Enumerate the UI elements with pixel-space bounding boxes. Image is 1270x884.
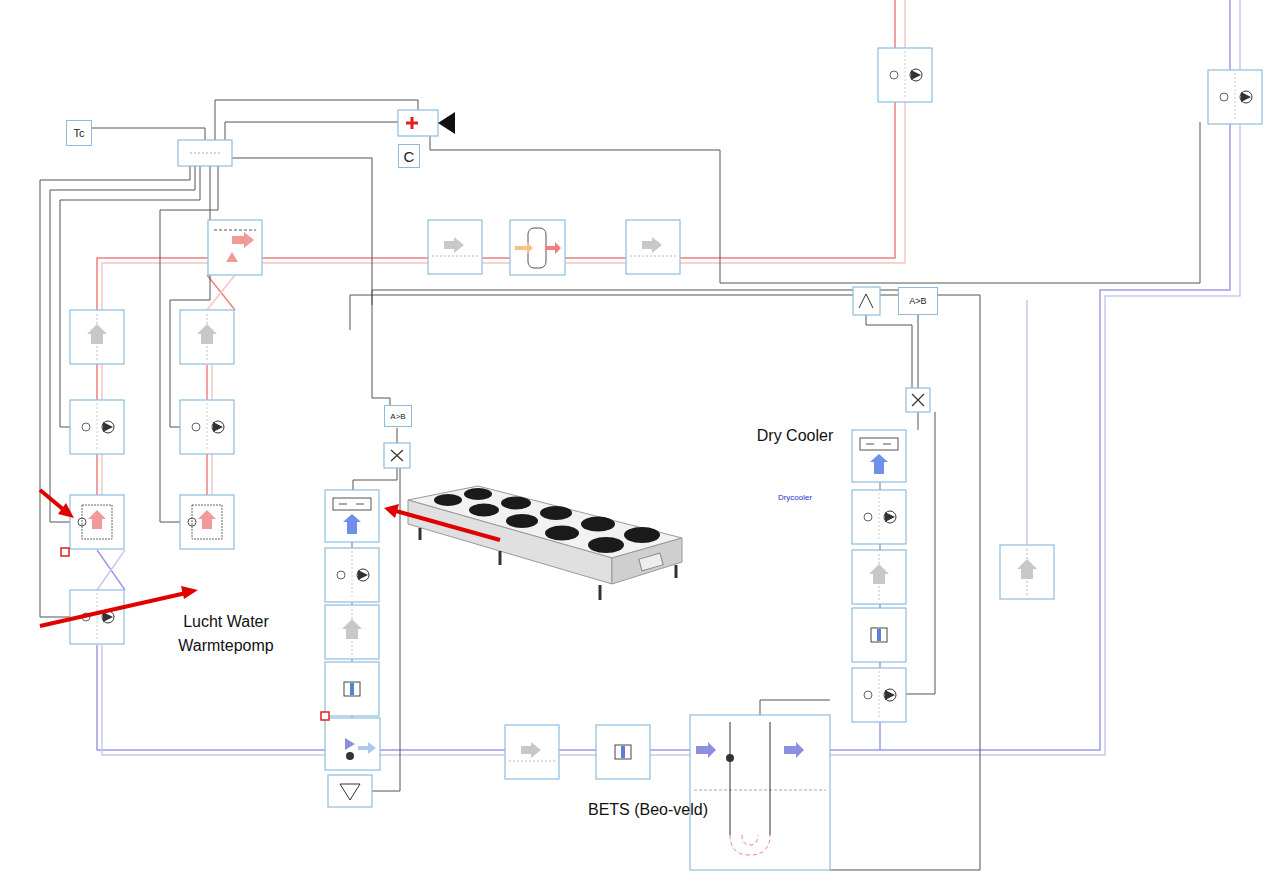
component-label: Dry Cooler xyxy=(755,424,835,448)
box-text: A>B xyxy=(390,412,405,421)
comparator-box: A>B xyxy=(384,405,412,427)
drycooler-illustration xyxy=(408,486,682,600)
comparator-box: A>B xyxy=(898,287,938,315)
constant-box: C xyxy=(398,144,420,168)
setpoint-box: Tc xyxy=(66,120,92,146)
component-label: Drycooler xyxy=(755,492,835,504)
component-label: Lucht Water Warmtepomp xyxy=(174,610,278,658)
box-text: A>B xyxy=(909,296,926,306)
box-text: C xyxy=(404,148,415,165)
component-label: BETS (Beo-veld) xyxy=(578,798,718,822)
box-text: Tc xyxy=(74,127,85,139)
